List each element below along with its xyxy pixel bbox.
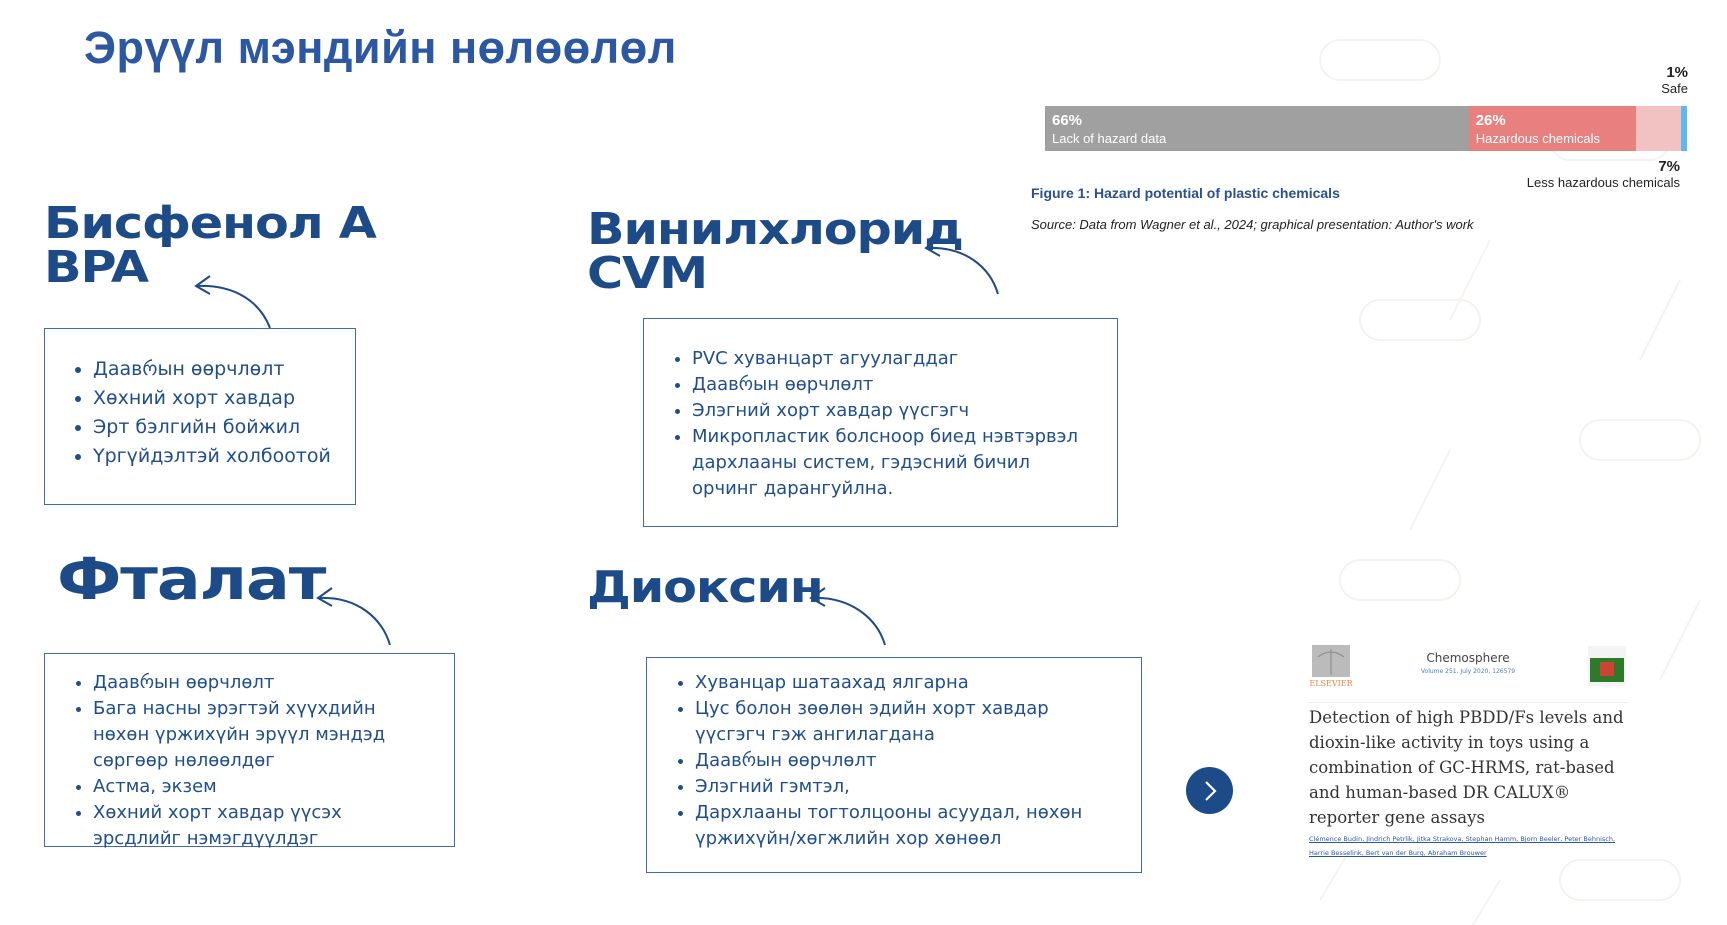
elsevier-logo: ELSEVIER — [1309, 645, 1354, 688]
dioxin-box: Хуванцар шатаахад ялгарнаЦус болон зөөлө… — [646, 657, 1142, 873]
label-less-hazardous: 7%Less hazardous chemicals — [1480, 158, 1680, 190]
chevron-right-icon — [1204, 780, 1217, 801]
bullet-item: Бага насны эрэгтэй хүүхдийн нөхөн үржихү… — [93, 696, 424, 774]
heading-line: Диоксин — [587, 562, 824, 613]
segment-label: Hazardous chemicals — [1475, 131, 1600, 146]
safe-name: Safe — [1661, 81, 1688, 96]
bullet-item: PVC хуванцарт агуулагддаг — [692, 346, 1087, 372]
heading-line: BPA — [44, 242, 149, 293]
bullet-item: Хөхний хорт хавдар үүсэх эрсдлийг нэмэгд… — [93, 800, 424, 852]
svg-text:ELSEVIER: ELSEVIER — [1309, 679, 1353, 688]
safe-pct: 1% — [1666, 64, 1688, 81]
bar-segment-less-hazardous-chemicals — [1635, 106, 1681, 151]
bullet-item: Даавრын өөрчлөлт — [692, 372, 1087, 398]
bar-segment-safe — [1680, 106, 1687, 151]
arrow-icon — [809, 587, 886, 646]
figure-source: Source: Data from Wagner et al., 2024; g… — [1031, 217, 1474, 232]
less-hazardous-name: Less hazardous chemicals — [1526, 175, 1680, 190]
arrow-icon — [924, 237, 999, 295]
bullet-item: Үргүйдэлтэй холбоотой — [93, 442, 355, 471]
heading-line: Винилхлорид — [587, 204, 964, 255]
heading-line: Бисфенол А — [44, 198, 377, 249]
bisphenol-box: Даавრын өөрчлөлтХөхний хорт хавдарЭрт бэ… — [44, 328, 356, 505]
segment-pct: 66% — [1052, 112, 1083, 129]
journal-volume: Volume 251, July 2020, 126579 — [1420, 668, 1516, 675]
paper-snippet: ELSEVIER Chemosphere Volume 251, July 20… — [1308, 639, 1628, 871]
segment-pct: 26% — [1475, 112, 1506, 129]
heading-line: CVM — [587, 248, 708, 299]
bullet-item: Дархлааны тогтолцооны асуудал, нөхөн үрж… — [695, 800, 1101, 852]
heading-vinyl-chloride: Винилхлорид CVM — [587, 204, 964, 299]
bullet-item: Даавრын өөрчлөлт — [93, 355, 355, 384]
arrow-icon — [194, 275, 271, 329]
bullet-item: Хуванцар шатаахад ялгарна — [695, 670, 1101, 696]
bullet-item: Астма, экзем — [93, 774, 424, 800]
bar-segment-lack-of-hazard-data: 66% Lack of hazard data — [1045, 106, 1469, 151]
bullet-item: Элэгний хорт хавдар үүсгэгч — [692, 398, 1087, 424]
heading-dioxin: Диоксин — [587, 562, 824, 613]
bullet-item: Даавრын өөрчлөлт — [695, 748, 1101, 774]
label-safe: 1%Safe — [1600, 64, 1688, 96]
heading-phthalate: Фталат — [57, 545, 326, 613]
bullet-item: Цус болон зөөлөн эдийн хорт хавдар үүсгэ… — [695, 696, 1101, 748]
bullet-item: Даавრын өөрчлөлт — [93, 670, 424, 696]
less-hazardous-pct: 7% — [1658, 158, 1680, 175]
bullet-item: Микропластик болсноор биед нэвтэрвэл дар… — [692, 424, 1087, 502]
heading-line: Фталат — [57, 545, 326, 613]
bullet-item: Элэгний гэмтэл, — [695, 774, 1101, 800]
heading-bisphenol: Бисфенол А BPA — [44, 198, 377, 293]
phthalate-box: Даавრын өөрчлөлтБага насны эрэгтэй хүүхд… — [44, 653, 455, 849]
hazard-stacked-bar: 66% Lack of hazard data 26% Hazardous chemi… — [1045, 106, 1687, 151]
vinyl-chloride-box: PVC хуванцарт агуулагддагДаавრын өөрчлөл… — [643, 318, 1118, 527]
bar-segment-hazardous-chemicals: 26% Hazardous chemicals — [1468, 106, 1636, 151]
segment-label: Lack of hazard data — [1052, 131, 1167, 146]
slide-title: Эрүүл мэндийн нөлөөлөл — [84, 22, 677, 73]
journal-cover — [1588, 646, 1626, 686]
arrow-icon — [316, 587, 391, 646]
divider — [1308, 702, 1628, 703]
next-slide-button[interactable] — [1186, 767, 1233, 814]
paper-authors: Clémence Budin, Jindrich Petrlik, Jitka … — [1309, 835, 1616, 857]
bullet-item: Эрт бэлгийн бойжил — [93, 413, 355, 442]
figure-caption: Figure 1: Hazard potential of plastic ch… — [1031, 185, 1340, 201]
bullet-item: Хөхний хорт хавдар — [93, 384, 355, 413]
journal-name: Chemosphere — [1426, 651, 1510, 665]
paper-title: Detection of high PBDD/Fs levels and dio… — [1309, 708, 1624, 827]
